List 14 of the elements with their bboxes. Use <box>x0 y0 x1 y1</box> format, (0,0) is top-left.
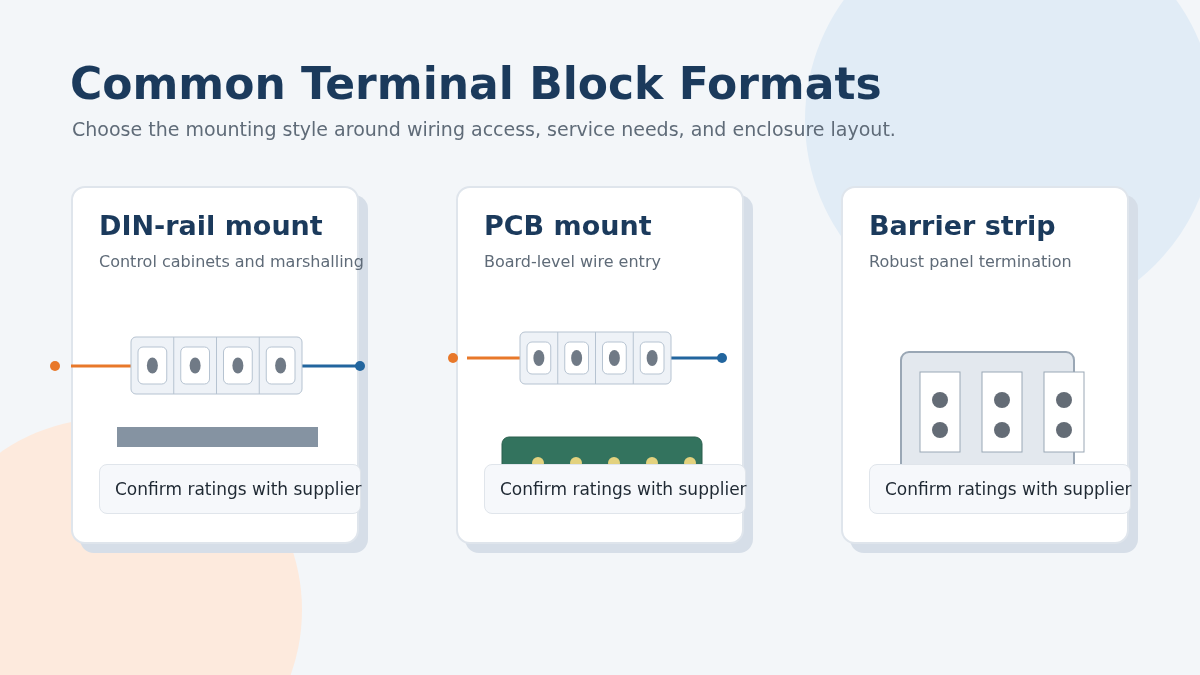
card-description: Board-level wire entry <box>484 252 661 271</box>
note-text: Confirm ratings with supplier <box>884 479 1132 499</box>
card-description: Robust panel termination <box>869 252 1072 271</box>
card-heading: PCB mount <box>484 210 652 241</box>
note-box <box>869 464 1131 514</box>
note-box <box>484 464 746 514</box>
card-heading: Barrier strip <box>869 210 1056 241</box>
title: Common Terminal Block Formats <box>70 58 882 109</box>
subtitle: Choose the mounting style around wiring access, service needs, and enclosure layout. <box>72 118 896 140</box>
note-text: Confirm ratings with supplier <box>114 479 362 499</box>
card-heading: DIN-rail mount <box>99 210 323 241</box>
note-box <box>99 464 361 514</box>
note-text: Confirm ratings with supplier <box>499 479 747 499</box>
card-description: Control cabinets and marshalling <box>99 252 364 271</box>
